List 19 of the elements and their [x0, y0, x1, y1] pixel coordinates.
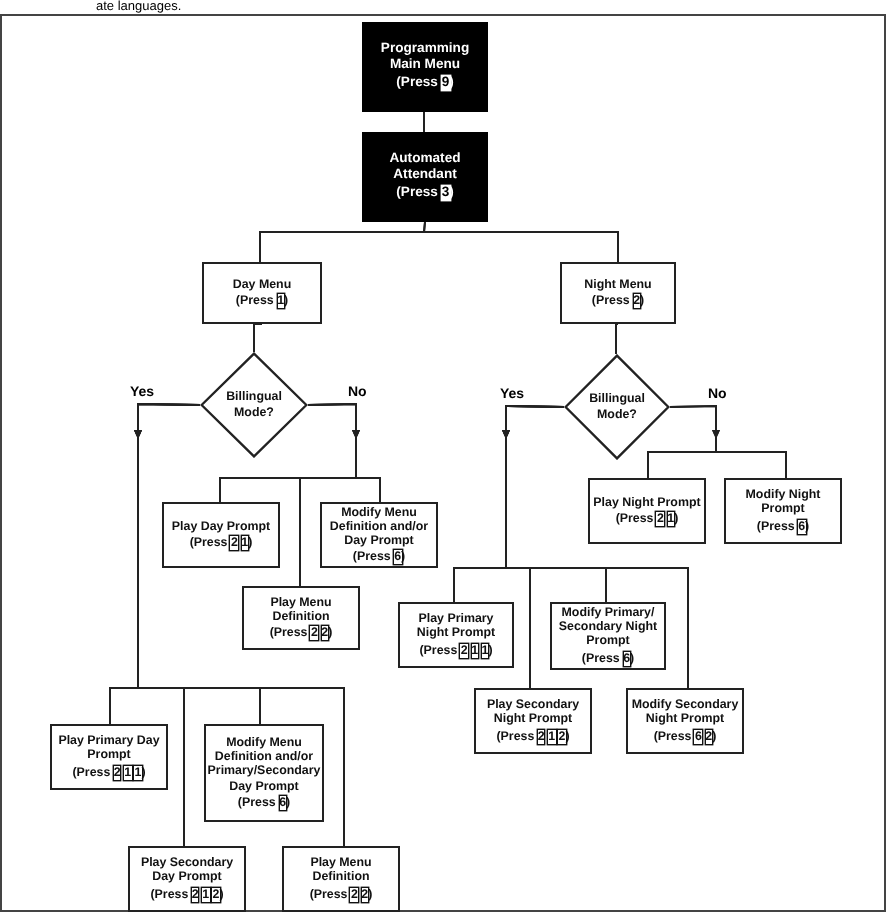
- process-box: [320, 502, 438, 568]
- process-box: [282, 846, 400, 912]
- process-box: [50, 724, 168, 790]
- process-box: [474, 688, 592, 754]
- decision-diamond: [200, 352, 308, 458]
- process-box: [398, 602, 514, 668]
- process-box: [626, 688, 744, 754]
- process-box: [560, 262, 676, 324]
- process-box: [724, 478, 842, 544]
- menu-box: [362, 132, 488, 222]
- decision-diamond: [564, 354, 670, 460]
- process-box: [588, 478, 706, 544]
- process-box: [204, 724, 324, 822]
- process-box: [202, 262, 322, 324]
- process-box: [550, 602, 666, 670]
- process-box: [162, 502, 280, 568]
- menu-box: [362, 22, 488, 112]
- process-box: [242, 586, 360, 650]
- process-box: [128, 846, 246, 912]
